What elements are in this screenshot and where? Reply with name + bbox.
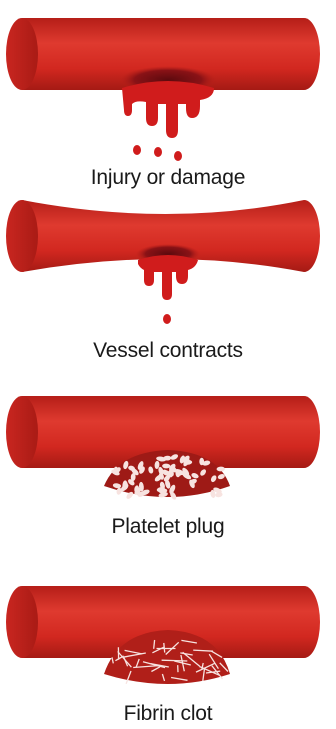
blood-drop [163, 314, 171, 324]
vessel-opening [6, 396, 38, 468]
fibrin-clot-icon [6, 586, 320, 684]
vessel-opening [6, 18, 38, 90]
constricted-vessel-icon [6, 200, 320, 324]
vessel-opening [6, 586, 38, 658]
blood-drop [154, 147, 162, 157]
fibrin-strand [154, 640, 155, 649]
blood-drop [133, 145, 141, 155]
stage-label-injury: Injury or damage [0, 166, 336, 190]
blood-drop [174, 151, 182, 161]
stage-platelet-plug [6, 396, 320, 501]
blood-drips [122, 81, 214, 138]
stage-label-contracts: Vessel contracts [0, 339, 336, 363]
platelet-plug-icon [6, 396, 320, 501]
vessel-opening [6, 200, 38, 272]
stage-contracts [6, 200, 320, 324]
fibrin-strand [162, 660, 188, 661]
blood-drips [138, 255, 198, 300]
stage-label-fibrin-clot: Fibrin clot [0, 702, 336, 726]
bleeding-vessel-icon [6, 18, 320, 161]
stage-label-platelet-plug: Platelet plug [0, 515, 336, 539]
stage-fibrin-clot [6, 586, 320, 684]
stage-injury [6, 18, 320, 161]
